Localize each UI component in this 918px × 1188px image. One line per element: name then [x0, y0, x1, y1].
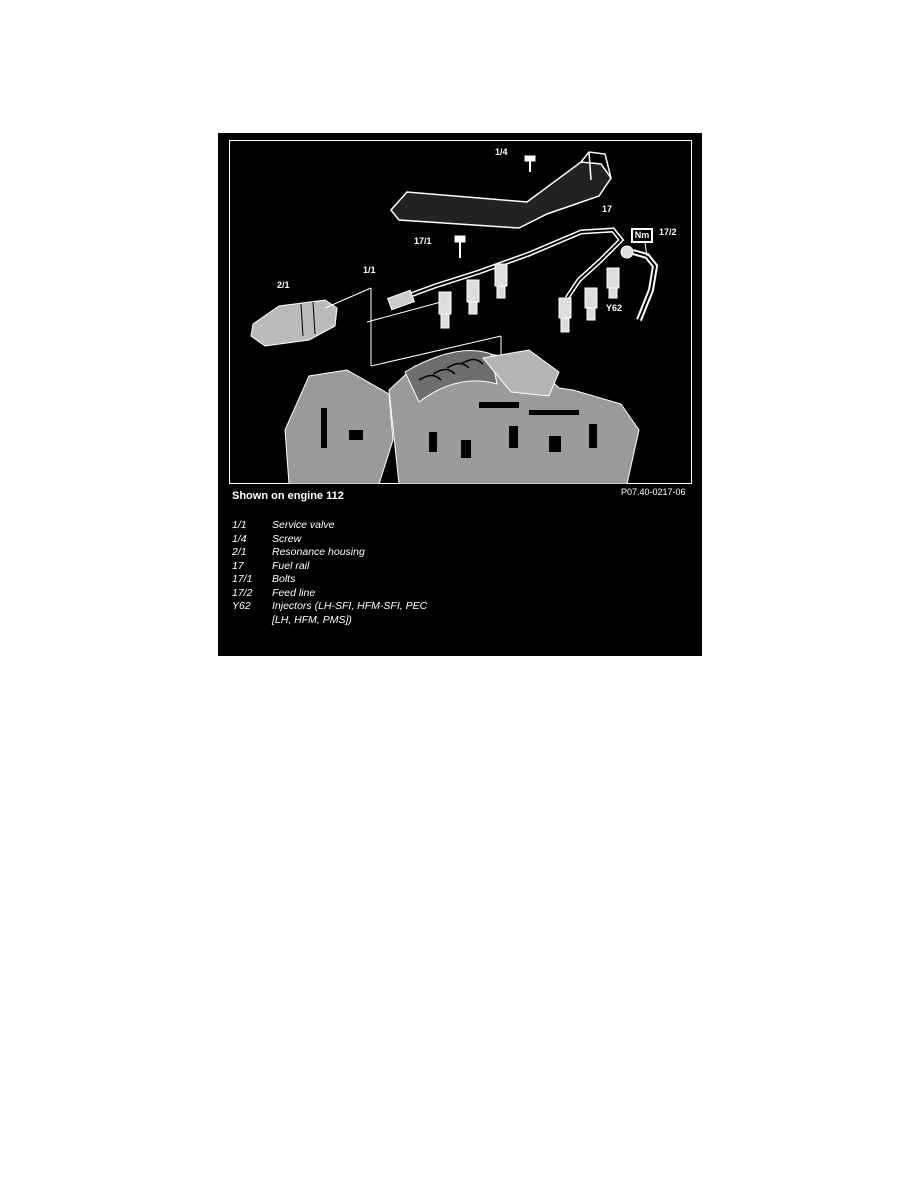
legend-code: 17/1	[232, 573, 253, 585]
legend-item: 2/1 Resonance housing	[232, 546, 442, 560]
intake-hose	[418, 358, 484, 381]
legend-item: Y62 Injectors (LH-SFI, HFM-SFI, PEC [LH,…	[232, 600, 442, 627]
legend-code: 17	[232, 559, 244, 572]
engine-details	[321, 402, 597, 458]
figure-caption: Shown on engine 112	[232, 490, 344, 502]
legend-desc: Feed line	[272, 586, 316, 599]
legend-item: 1/4 Screw	[232, 533, 442, 547]
feed-line-fitting	[620, 245, 634, 259]
legend-code: 17/2	[232, 586, 253, 599]
legend-code: Y62	[232, 600, 251, 612]
legend: 1/1 Service valve 1/4 Screw 2/1 Resonanc…	[232, 519, 442, 627]
legend-desc: Resonance housing	[272, 546, 365, 558]
engine-drawing-svg	[229, 140, 692, 484]
fuel-rail-inner	[396, 228, 623, 301]
bolt-17-1	[454, 235, 466, 258]
torque-nm-badge: Nm	[631, 228, 653, 243]
callout-17-2: 17/2	[659, 227, 677, 237]
resonance-cover	[390, 151, 612, 229]
callout-1-4: 1/4	[495, 147, 508, 157]
callout-17-1: 17/1	[414, 236, 432, 246]
callout-y62: Y62	[606, 303, 623, 313]
legend-item: 17/2 Feed line	[232, 587, 442, 601]
legend-item: 17/1 Bolts	[232, 573, 442, 587]
screw-1-4	[524, 155, 536, 172]
figure-reference: P07.40-0217-06	[621, 487, 686, 497]
exploded-view-drawing: 1/4 17 17/1 17/2 1/1 2/1 Y62 Nm	[229, 140, 692, 484]
callout-17: 17	[602, 204, 613, 214]
legend-code: 1/1	[232, 519, 247, 531]
callout-2-1: 2/1	[277, 280, 290, 290]
callout-1-1: 1/1	[363, 265, 376, 275]
legend-item: 1/1 Service valve	[232, 519, 442, 533]
service-valve	[387, 289, 415, 311]
legend-desc: Bolts	[272, 573, 296, 585]
injectors-left	[438, 263, 508, 329]
legend-desc: Screw	[272, 532, 302, 545]
legend-code: 2/1	[232, 546, 247, 558]
engine-block	[284, 349, 640, 484]
diagram-figure: 1/4 17 17/1 17/2 1/1 2/1 Y62 Nm Shown on…	[218, 133, 702, 656]
legend-desc: Fuel rail	[272, 559, 310, 572]
injectors-right	[558, 267, 620, 333]
legend-item: 17 Fuel rail	[232, 560, 442, 574]
legend-code: 1/4	[232, 532, 247, 545]
legend-desc: Injectors (LH-SFI, HFM-SFI, PEC [LH, HFM…	[272, 600, 428, 626]
legend-desc: Service valve	[272, 519, 335, 531]
resonance-housing	[250, 299, 338, 347]
